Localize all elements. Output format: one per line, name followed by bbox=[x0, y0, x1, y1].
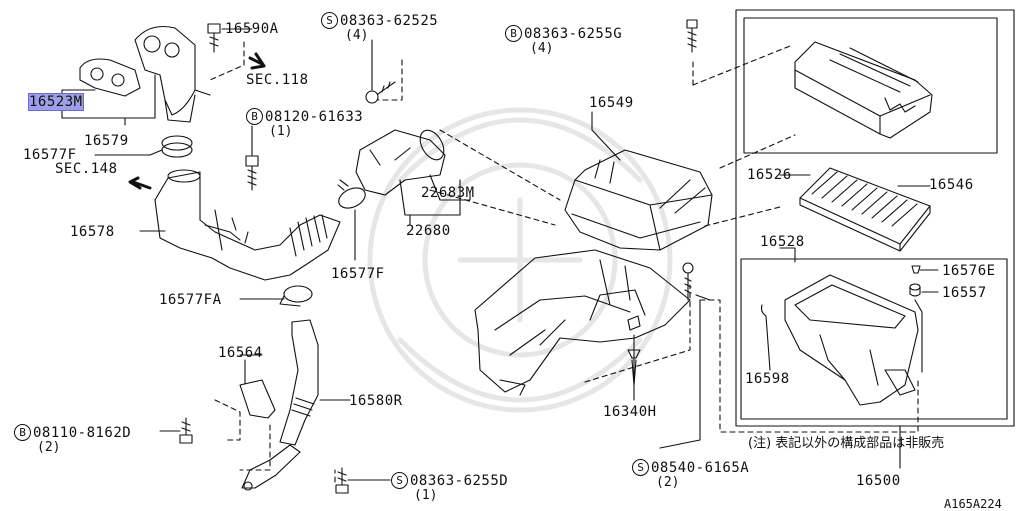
leader-16523M bbox=[61, 74, 156, 119]
label-16576E: 16576E bbox=[942, 263, 996, 279]
grommet-16557 bbox=[909, 283, 939, 373]
label-16577F-left: 16577F bbox=[23, 147, 77, 163]
label-sec118: SEC.118 bbox=[246, 72, 309, 88]
label-22683M: 22683M bbox=[421, 185, 475, 201]
intake-adapter-16579 bbox=[134, 25, 211, 123]
bolt-number: 08120-61633 bbox=[265, 109, 364, 125]
watermark-emblem bbox=[367, 107, 673, 413]
bolt-08540 bbox=[682, 262, 711, 441]
box-16528 bbox=[740, 258, 1008, 420]
label-16564: 16564 bbox=[218, 345, 263, 361]
airflow-meter-22680 bbox=[355, 129, 461, 216]
label-16546: 16546 bbox=[929, 177, 974, 193]
bolt-type-marker: S bbox=[632, 459, 649, 476]
bolt-08363-62525 bbox=[365, 39, 396, 104]
bolt-type-marker: S bbox=[321, 12, 338, 29]
mount-bracket bbox=[474, 249, 691, 396]
qty-08120-61633: (1) bbox=[269, 124, 293, 139]
label-16526: 16526 bbox=[747, 167, 792, 183]
bolt-16590A bbox=[207, 23, 253, 53]
qty-08110-8162D: (2) bbox=[37, 440, 61, 455]
bolt-type-marker: B bbox=[246, 108, 263, 125]
label-sec148: SEC.148 bbox=[55, 161, 118, 177]
hose-16580R bbox=[279, 319, 351, 446]
bolt-number: 08363-62525 bbox=[340, 13, 439, 29]
bolt-number: 08363-6255D bbox=[410, 473, 509, 489]
bolt-08110-8162D bbox=[159, 417, 193, 444]
label-16549: 16549 bbox=[589, 95, 634, 111]
arrow-sec148 bbox=[128, 176, 152, 190]
bolt-type-marker: B bbox=[14, 424, 31, 441]
air-filter-element bbox=[799, 167, 931, 252]
grommet-16576E bbox=[911, 265, 939, 274]
note-not-for-sale: (注) 表記以外の構成部品は非販売 bbox=[748, 436, 945, 451]
hose-clamp-mid bbox=[337, 179, 366, 261]
diagram-code: A165A224 bbox=[944, 497, 1002, 511]
label-16578: 16578 bbox=[70, 224, 115, 240]
label-22680: 22680 bbox=[406, 223, 451, 239]
qty-08363-6255G: (4) bbox=[530, 41, 554, 56]
bolt-08363-6255G bbox=[686, 19, 698, 53]
qty-08363-62525: (4) bbox=[345, 28, 369, 43]
box-16526 bbox=[743, 17, 998, 154]
bolt-type-marker: S bbox=[391, 472, 408, 489]
air-inlet-hose-16578 bbox=[139, 169, 341, 281]
label-16557: 16557 bbox=[942, 285, 987, 301]
gasket-16523M bbox=[79, 58, 141, 97]
air-duct-resonator bbox=[564, 149, 713, 251]
label-16590A: 16590A bbox=[225, 21, 279, 37]
label-16500: 16500 bbox=[856, 473, 901, 489]
clip-16340H bbox=[627, 315, 641, 401]
bracket-16564 bbox=[239, 359, 301, 491]
qty-08540-6165A: (2) bbox=[656, 475, 680, 490]
arrow-sec118 bbox=[248, 52, 266, 70]
label-16580R: 16580R bbox=[349, 393, 403, 409]
air-cleaner-cover bbox=[794, 41, 933, 139]
bolt-type-marker: B bbox=[505, 25, 522, 42]
bolt-08120-61633 bbox=[245, 125, 259, 191]
hose-clamp-left bbox=[94, 135, 193, 158]
label-16579: 16579 bbox=[84, 133, 129, 149]
box-16500 bbox=[735, 9, 1015, 427]
label-leaders bbox=[239, 111, 931, 449]
bolt-number: 08110-8162D bbox=[33, 425, 132, 441]
label-16523M[interactable]: 16523M bbox=[28, 93, 84, 111]
qty-08363-6255D: (1) bbox=[414, 488, 438, 503]
air-cleaner-lower-case bbox=[784, 274, 919, 406]
label-16598: 16598 bbox=[745, 371, 790, 387]
clip-16598 bbox=[760, 304, 771, 371]
label-16528: 16528 bbox=[760, 234, 805, 250]
bolt-number: 08363-6255G bbox=[524, 26, 623, 42]
hose-clamp-16577FA bbox=[239, 285, 313, 307]
dashed-leaders bbox=[209, 41, 919, 483]
label-16340H: 16340H bbox=[603, 404, 657, 420]
bolt-number: 08540-6165A bbox=[651, 460, 750, 476]
label-16577FA: 16577FA bbox=[159, 292, 222, 308]
label-16577F-mid: 16577F bbox=[331, 266, 385, 282]
bolt-08363-6255D bbox=[335, 467, 391, 494]
